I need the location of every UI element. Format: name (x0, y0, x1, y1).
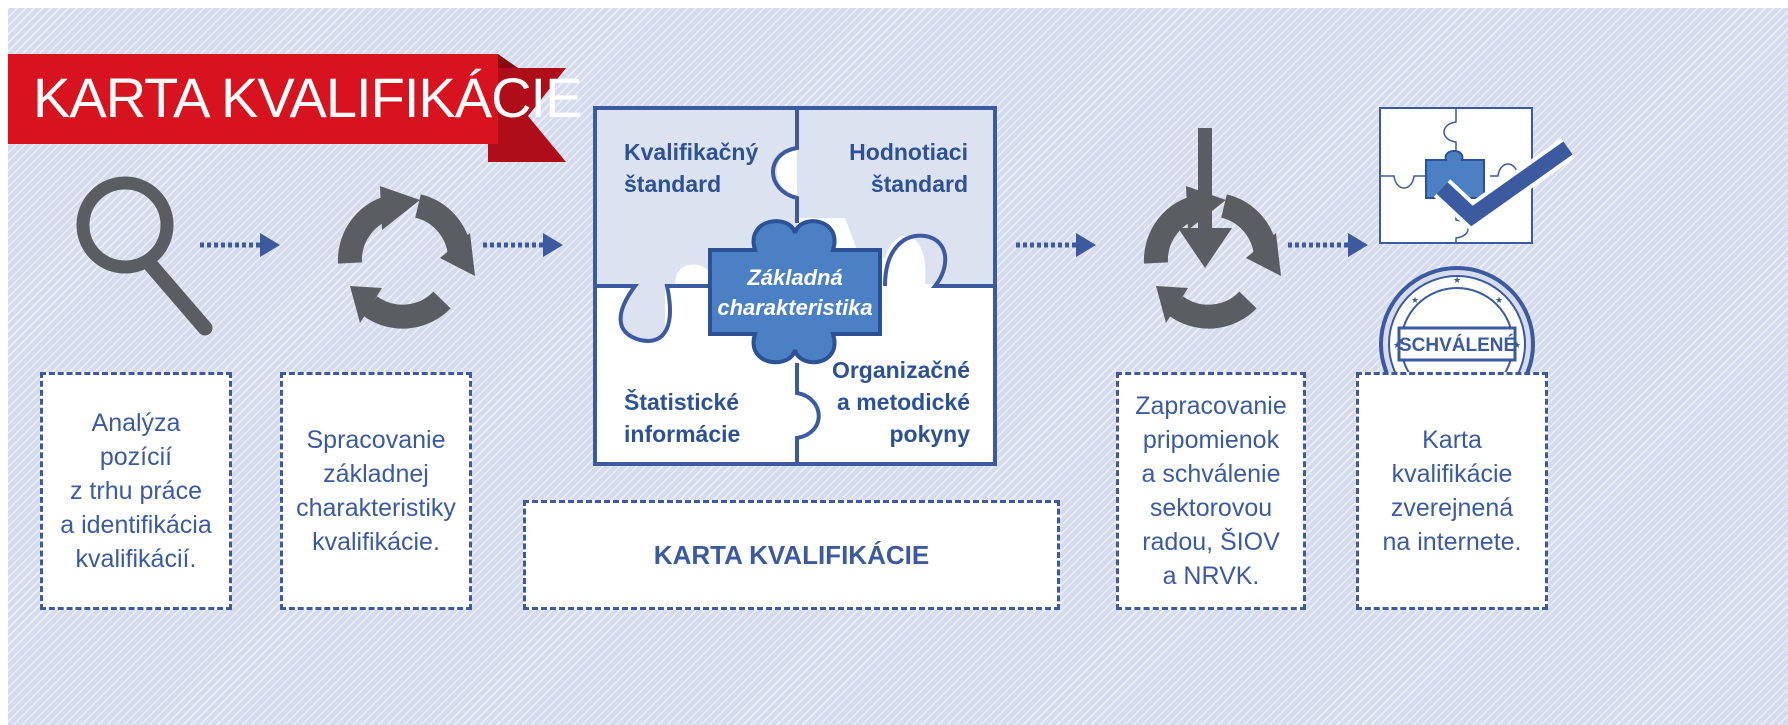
step-text: Spracovanie základnej charakteristiky kv… (296, 426, 456, 556)
diagram-canvas: KARTA KVALIFIKÁCIE (8, 8, 1788, 725)
svg-text:★: ★ (1495, 296, 1503, 306)
step-box-approval: Zapracovanie pripomienok a schválenie se… (1116, 372, 1306, 610)
magnifier-icon (76, 176, 213, 336)
svg-text:★: ★ (1411, 296, 1419, 306)
puzzle-check-icon (1379, 107, 1575, 244)
puzzle-top-right-label: Hodnotiaci štandard (849, 139, 968, 197)
page-title: KARTA KVALIFIKÁCIE (33, 66, 582, 129)
puzzle-diagram (593, 106, 997, 466)
puzzle-top-left-label: Kvalifikačný štandard (624, 139, 759, 197)
flow-arrow (1016, 233, 1096, 257)
refresh-cycle-icon (337, 186, 475, 329)
center-box-label: KARTA KVALIFIKÁCIE (653, 540, 930, 570)
step-box-processing: Spracovanie základnej charakteristiky kv… (280, 372, 472, 610)
step-box-analysis: Analýza pozícií z trhu práce a identifik… (40, 372, 232, 610)
flow-arrow (200, 233, 280, 257)
step-box-publication: Karta kvalifikácie zverejnená na interne… (1356, 372, 1548, 610)
svg-text:★: ★ (1393, 341, 1401, 351)
title-banner (8, 54, 566, 162)
puzzle-center-label: Základná charakteristika (717, 265, 873, 320)
svg-text:★: ★ (1453, 276, 1461, 286)
refresh-download-icon (1143, 128, 1281, 329)
puzzle-bottom-right-label: Organizačné a metodické pokyny (831, 357, 970, 447)
step-text: Analýza pozícií z trhu práce a identifik… (60, 409, 212, 573)
step-text: Zapracovanie pripomienok a schválenie se… (1135, 392, 1287, 590)
svg-text:★: ★ (1513, 341, 1521, 351)
flow-arrow (483, 233, 563, 257)
center-box: KARTA KVALIFIKÁCIE (523, 500, 1060, 610)
stamp-label: SCHVÁLENÉ (1399, 335, 1517, 356)
flow-arrow (1288, 233, 1368, 257)
step-text: Karta kvalifikácie zverejnená na interne… (1382, 426, 1522, 556)
puzzle-bottom-left-label: Štatistické informácie (624, 389, 741, 447)
